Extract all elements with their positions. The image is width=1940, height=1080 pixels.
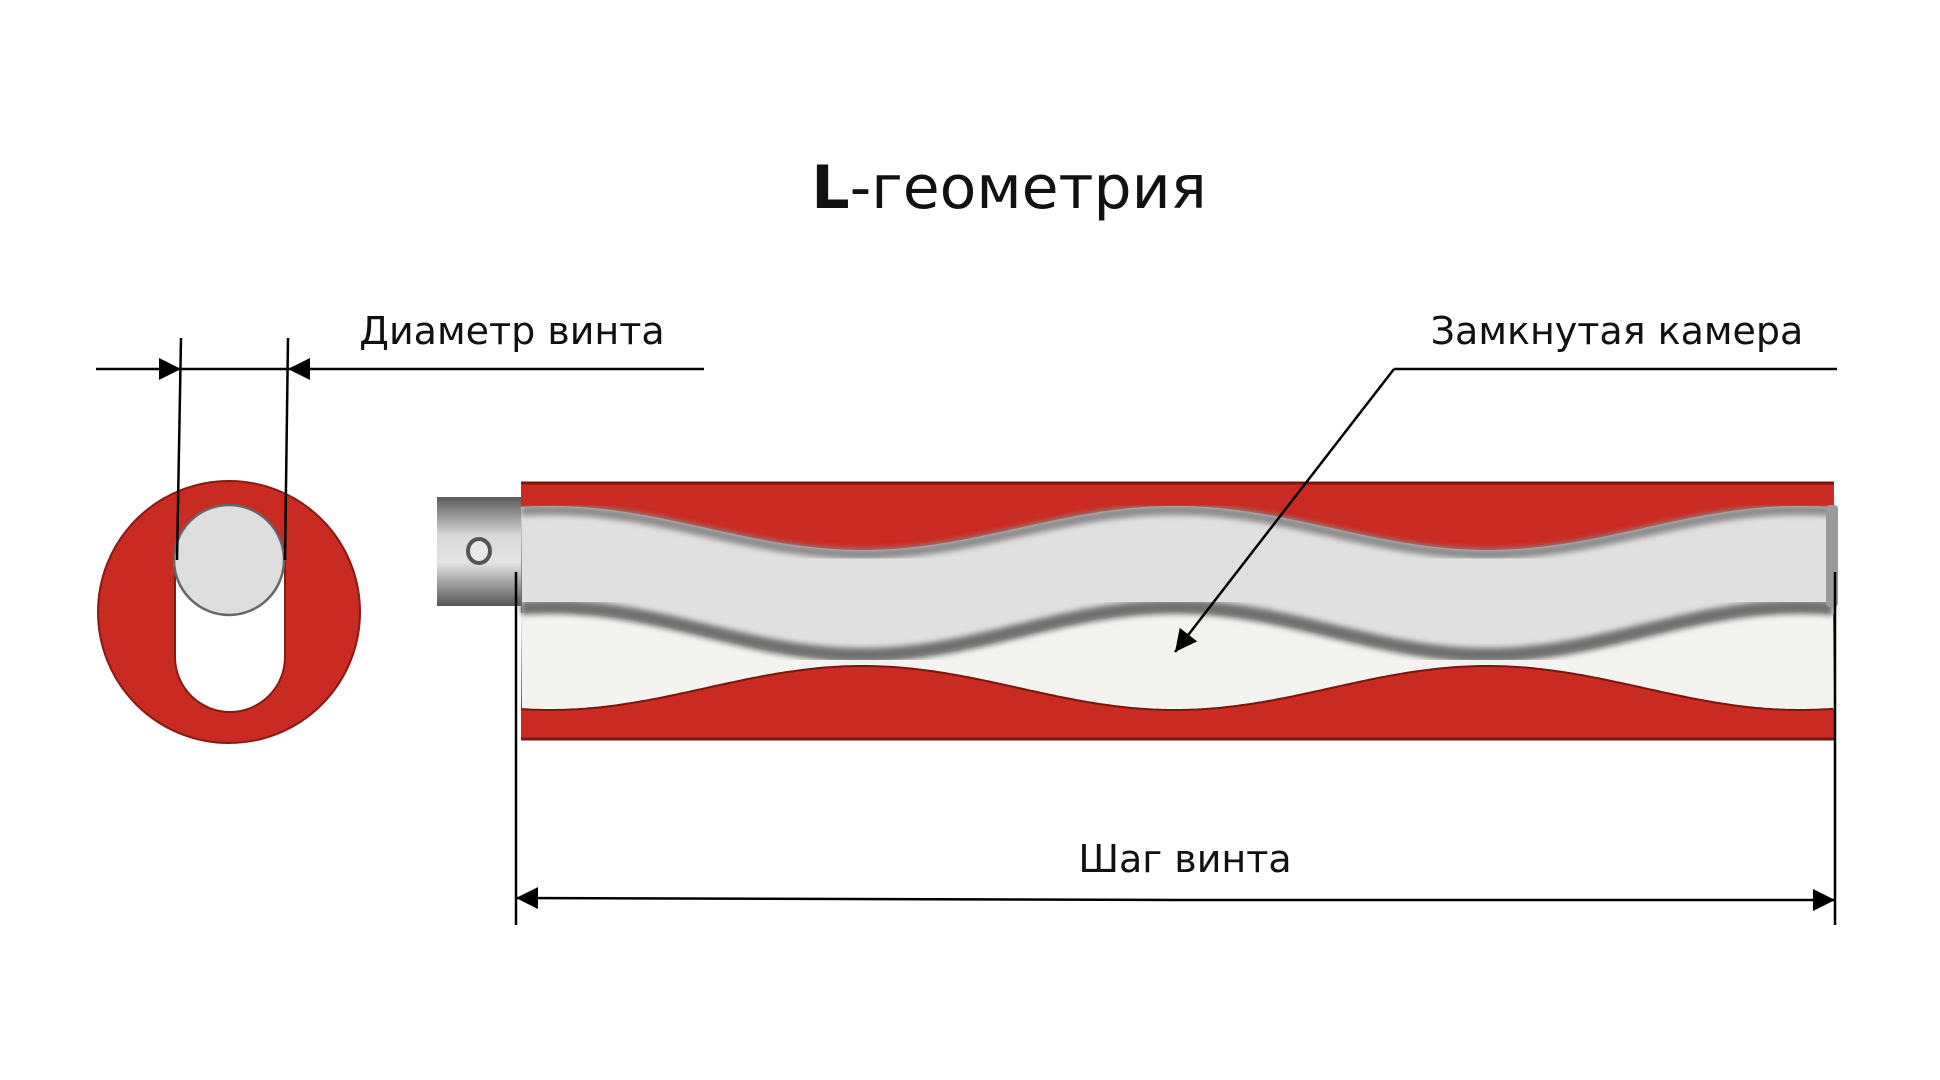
rotor-cross-section <box>172 503 286 617</box>
rotor-body <box>521 506 1834 660</box>
diagram-title: L-геометрия <box>811 153 1206 223</box>
side-view <box>437 481 1838 741</box>
closed-chamber-label: Замкнутая камера <box>1431 309 1804 353</box>
title-bold-part: L <box>811 153 849 223</box>
rotor-bottom-shade <box>520 600 1834 662</box>
chamber-callout: Замкнутая камера <box>1174 309 1837 653</box>
stator-lower-edge <box>520 665 1834 711</box>
pitch-dimension: Шаг винта <box>514 572 1837 925</box>
diameter-extension-right <box>283 337 290 561</box>
chamber-leader-arrow <box>1174 368 1395 653</box>
shaft-hole-icon <box>466 537 492 565</box>
screw-pitch-label: Шаг винта <box>1078 837 1291 881</box>
pitch-arrow-left <box>515 887 1176 910</box>
closed-chamber-area <box>521 612 1834 710</box>
screw-diameter-label: Диаметр винта <box>359 309 664 353</box>
title-rest: -геометрия <box>850 153 1207 223</box>
diameter-dimension: Диаметр винта <box>96 309 704 561</box>
cross-section-view <box>97 480 361 744</box>
rotor-top-shade <box>520 505 1834 559</box>
